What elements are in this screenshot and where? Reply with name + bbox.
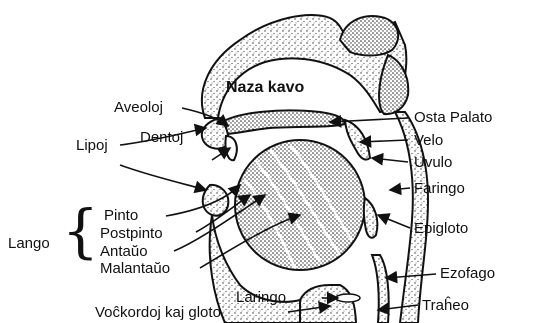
label-uvulo: Uvulo	[414, 155, 452, 170]
label-osta-palato: Osta Palato	[414, 110, 492, 125]
upper-tooth	[225, 136, 236, 160]
label-lango: Lango	[8, 236, 50, 251]
label-antauo: Antaŭo	[100, 244, 148, 259]
label-ezofago: Ezofago	[440, 266, 495, 281]
glottis	[336, 294, 360, 302]
label-vockordoj: Voĉkordoj kaj gloto	[95, 305, 221, 320]
tongue-brace: {	[62, 202, 99, 260]
lower-lip	[203, 185, 229, 216]
label-aveoloj: Aveoloj	[114, 100, 163, 115]
label-dentoj: Dentoj	[140, 130, 183, 145]
velum	[345, 120, 370, 160]
hard-palate-bone	[222, 110, 345, 134]
esophagus	[372, 255, 389, 323]
label-postpinto: Postpinto	[100, 226, 163, 241]
label-velo: Velo	[414, 133, 443, 148]
label-traheo: Traĥeo	[422, 298, 469, 313]
label-epigloto: Epigloto	[414, 221, 468, 236]
label-lipoj: Lipoj	[76, 138, 108, 153]
label-laringo: Laringo	[236, 290, 286, 305]
label-pinto: Pinto	[104, 208, 138, 223]
epiglottis	[364, 198, 377, 238]
larynx-trachea	[300, 285, 356, 323]
label-faringo: Faringo	[414, 181, 465, 196]
label-malantauo: Malantaŭo	[100, 261, 170, 276]
label-naza-kavo: Naza kavo	[226, 80, 304, 96]
sinus-bone	[340, 16, 398, 55]
